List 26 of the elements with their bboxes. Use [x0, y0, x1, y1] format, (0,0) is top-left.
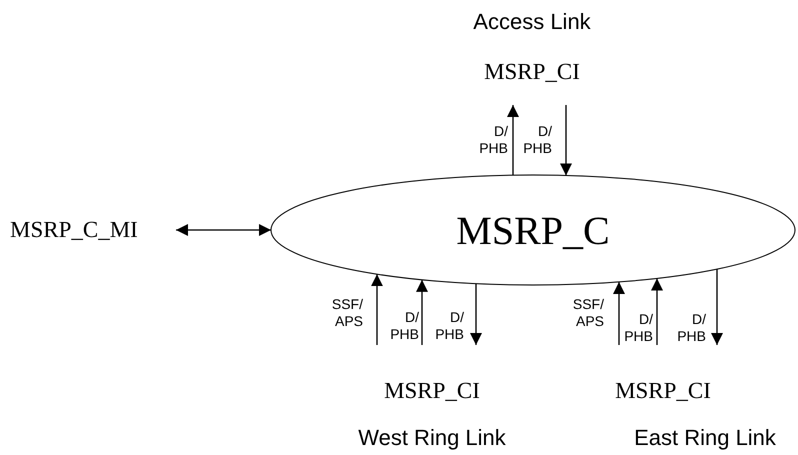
arrow [711, 269, 723, 345]
arrow [651, 278, 663, 345]
edge-label: D/ PHB [676, 311, 706, 345]
node-title: MSRP_C [456, 206, 610, 254]
arrow [371, 274, 383, 345]
edge-label: D/ PHB [434, 309, 464, 343]
ellipse-node [271, 175, 795, 285]
arrow [470, 284, 482, 345]
arrow [507, 105, 519, 176]
edge-label: D/ PHB [478, 123, 508, 157]
edge-label: SSF/ APS [330, 296, 363, 330]
edge-label: D/ PHB [389, 309, 419, 343]
edge-label: SSF/ APS [572, 296, 604, 330]
link-label: East Ring Link [634, 425, 776, 451]
arrow [416, 280, 428, 345]
edge-label: D/ PHB [522, 123, 552, 157]
interface-label: MSRP_C_MI [10, 217, 138, 243]
arrow [560, 105, 572, 176]
link-label: Access Link [473, 9, 591, 35]
signal-label: MSRP_CI [484, 59, 580, 85]
edge-label: D/ PHB [623, 311, 653, 345]
link-label: West Ring Link [358, 425, 506, 451]
arrow [613, 282, 625, 345]
signal-label: MSRP_CI [384, 378, 480, 404]
signal-label: MSRP_CI [615, 378, 711, 404]
double-arrow [176, 224, 271, 236]
